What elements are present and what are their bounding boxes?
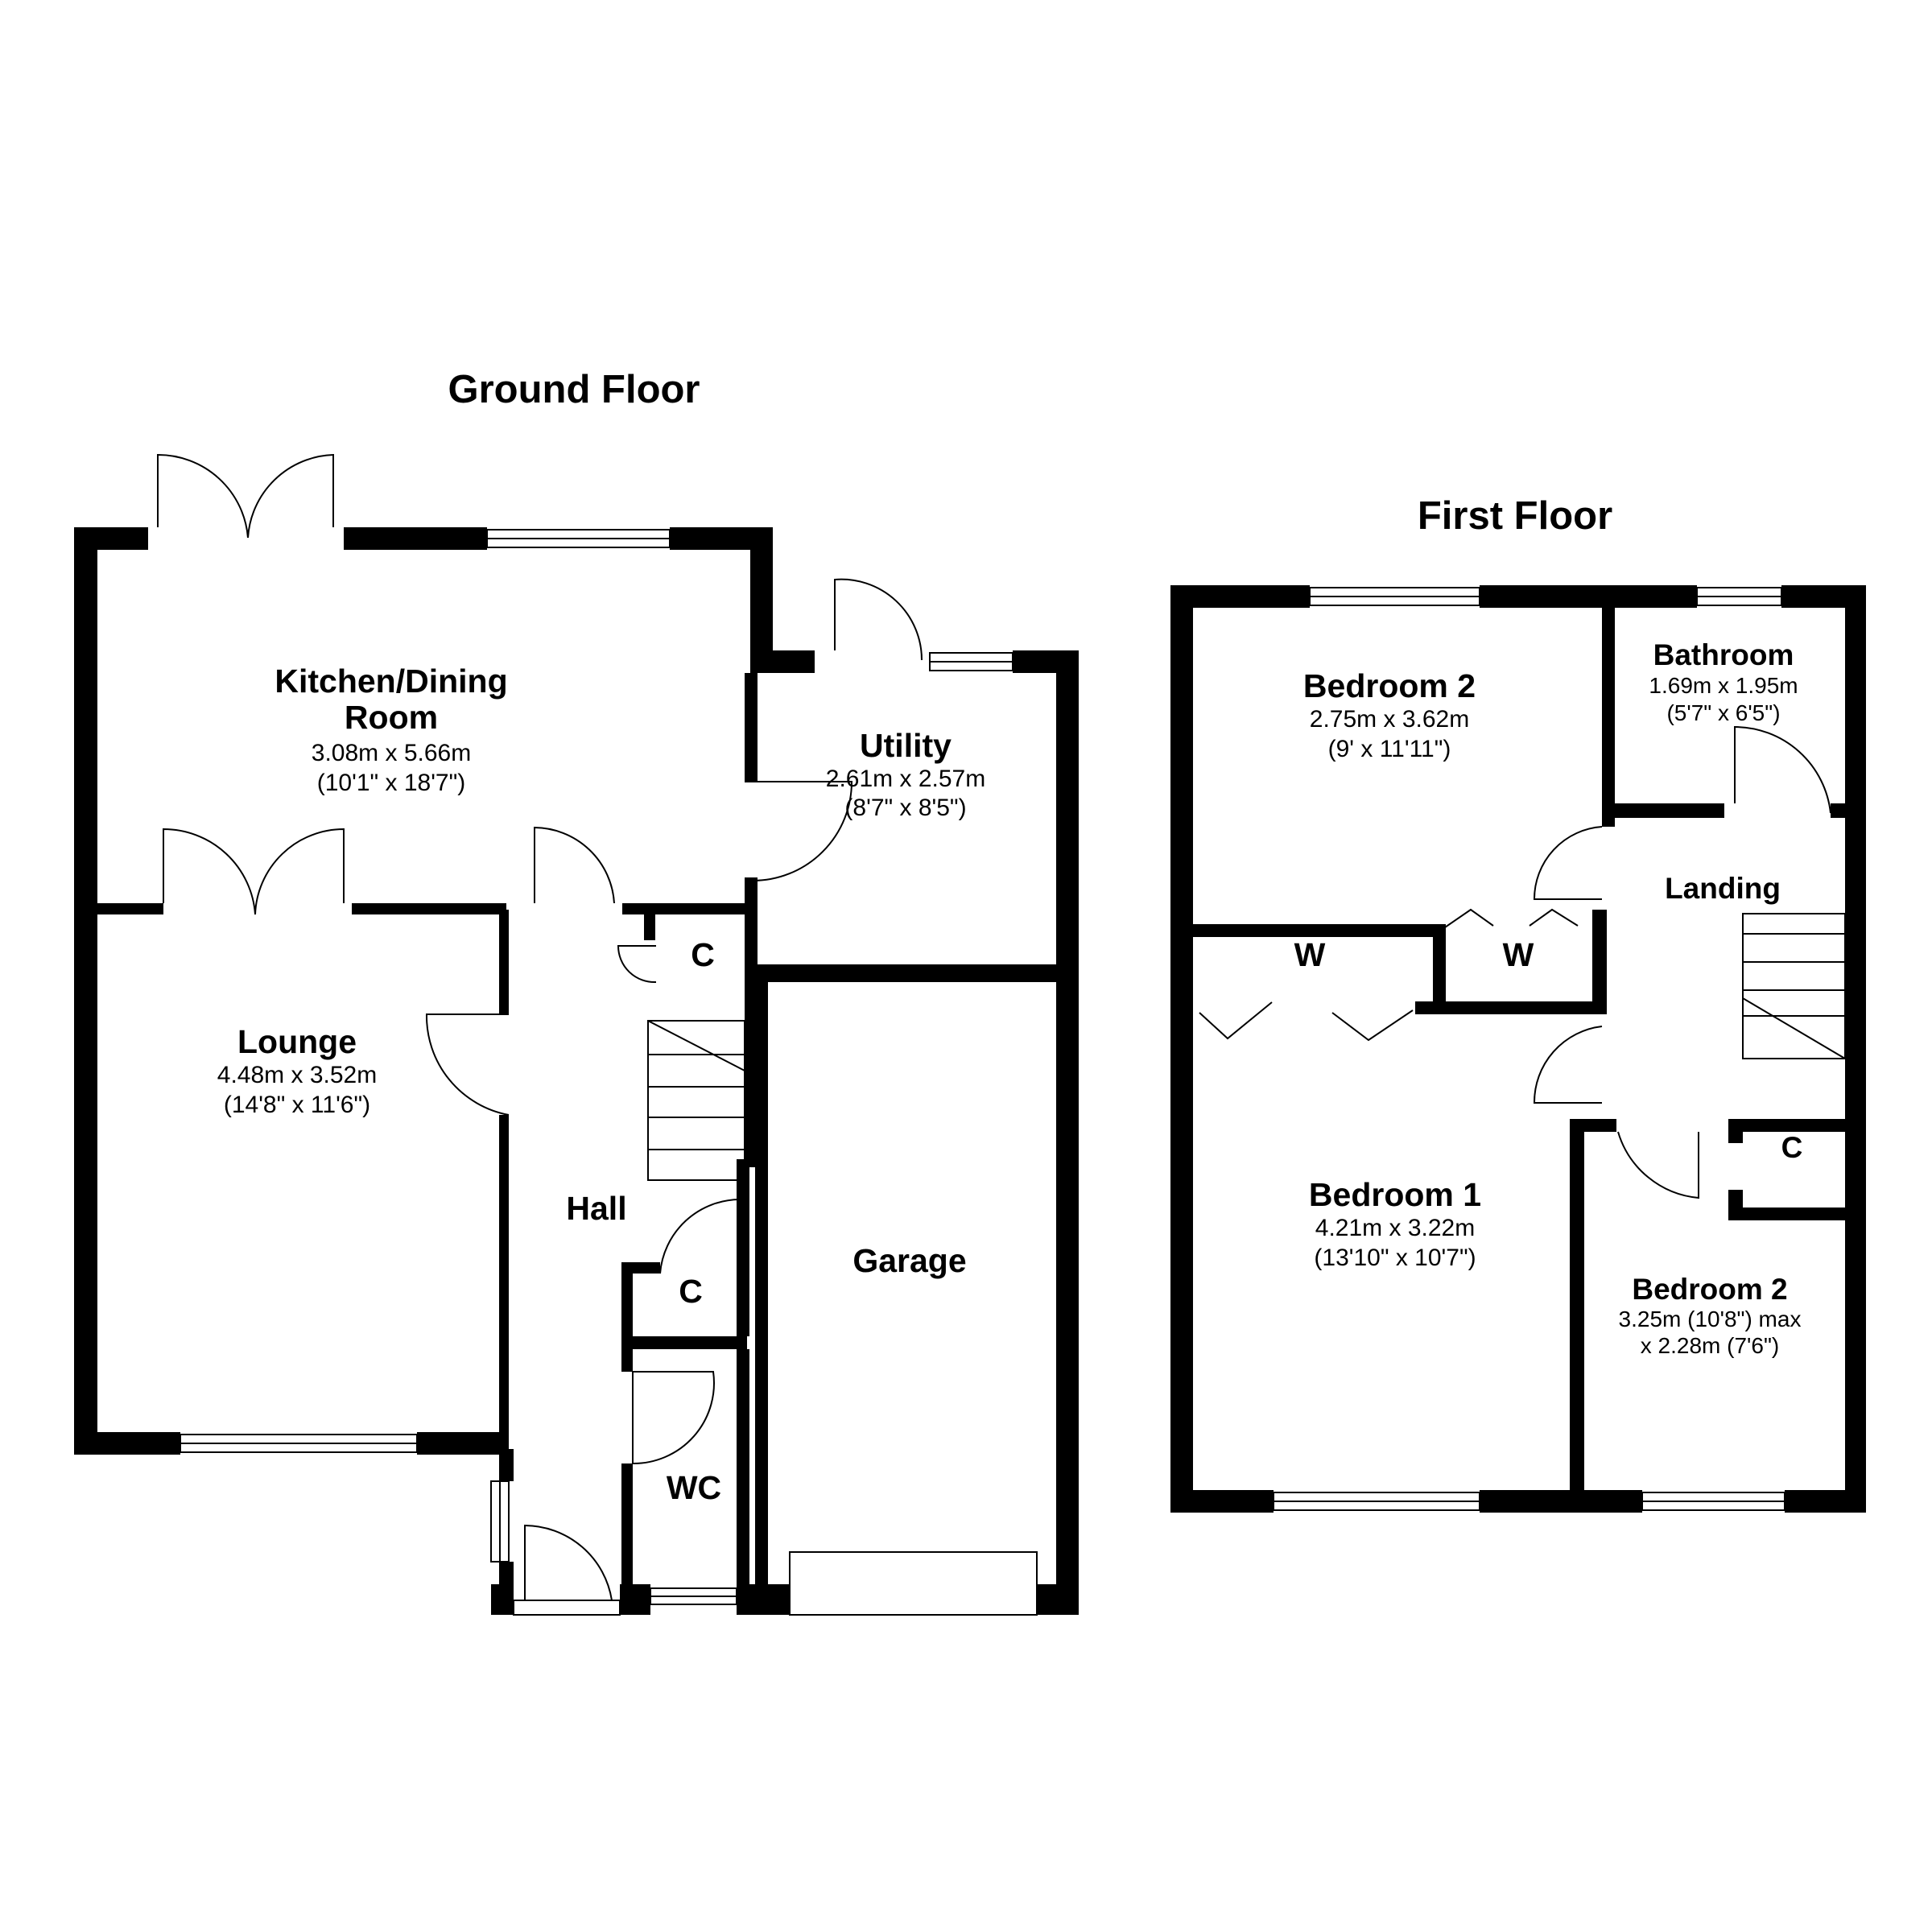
landing-name: Landing bbox=[1665, 872, 1781, 905]
cupboard-lower-name: C bbox=[679, 1273, 703, 1310]
room-bedroom2-bottom: Bedroom 2 3.25m (10'8") max x 2.28m (7'6… bbox=[1619, 1273, 1802, 1358]
ground-floor: Ground Floor bbox=[74, 368, 1079, 1616]
bedroom2-top-imperial: (9' x 11'11") bbox=[1328, 736, 1451, 762]
room-bedroom1: Bedroom 1 4.21m x 3.22m (13'10" x 10'7") bbox=[1309, 1176, 1481, 1271]
first-floor-doors bbox=[1199, 725, 1831, 1199]
first-floor-stairs bbox=[1742, 913, 1846, 1059]
kitchen-name-line1: Kitchen/Dining bbox=[275, 663, 507, 700]
bedroom2-bottom-line2: x 2.28m (7'6") bbox=[1641, 1333, 1779, 1358]
ground-floor-doors bbox=[157, 453, 923, 1601]
room-lounge: Lounge 4.48m x 3.52m (14'8" x 11'6") bbox=[217, 1023, 377, 1118]
utility-name: Utility bbox=[860, 727, 952, 764]
lounge-name: Lounge bbox=[237, 1023, 357, 1060]
cupboard-upper-name: C bbox=[691, 936, 715, 973]
bedroom1-name: Bedroom 1 bbox=[1309, 1176, 1481, 1213]
room-bathroom: Bathroom 1.69m x 1.95m (5'7" x 6'5") bbox=[1649, 638, 1798, 725]
wc-name: WC bbox=[667, 1469, 721, 1506]
bedroom2-top-name: Bedroom 2 bbox=[1303, 667, 1476, 704]
ground-floor-windows bbox=[180, 529, 1038, 1616]
bedroom1-metric: 4.21m x 3.22m bbox=[1315, 1215, 1475, 1241]
kitchen-name-line2: Room bbox=[345, 699, 438, 736]
bathroom-name: Bathroom bbox=[1653, 638, 1794, 671]
bathroom-metric: 1.69m x 1.95m bbox=[1649, 673, 1798, 698]
bedroom1-imperial: (13'10" x 10'7") bbox=[1314, 1245, 1476, 1271]
ground-floor-walls bbox=[74, 527, 1079, 1615]
ground-floor-stairs bbox=[647, 1020, 745, 1181]
garage-name: Garage bbox=[852, 1242, 966, 1279]
lounge-imperial: (14'8" x 11'6") bbox=[224, 1092, 370, 1118]
kitchen-metric: 3.08m x 5.66m bbox=[312, 740, 471, 766]
room-kitchen: Kitchen/Dining Room 3.08m x 5.66m (10'1"… bbox=[275, 663, 507, 796]
lounge-metric: 4.48m x 3.52m bbox=[217, 1062, 377, 1088]
bedroom2-bottom-line1: 3.25m (10'8") max bbox=[1619, 1307, 1802, 1331]
wardrobe-left-name: W bbox=[1294, 936, 1326, 973]
first-floor: First Floor bbox=[1170, 494, 1866, 1513]
wardrobe-right-name: W bbox=[1503, 936, 1534, 973]
utility-imperial: (8'7" x 8'5") bbox=[844, 795, 966, 821]
bedroom2-top-metric: 2.75m x 3.62m bbox=[1310, 706, 1469, 733]
room-utility: Utility 2.61m x 2.57m (8'7" x 8'5") bbox=[826, 727, 985, 821]
room-bedroom2-top: Bedroom 2 2.75m x 3.62m (9' x 11'11") bbox=[1303, 667, 1476, 762]
cupboard-name: C bbox=[1781, 1131, 1803, 1164]
first-floor-title: First Floor bbox=[1418, 494, 1612, 538]
first-floor-windows bbox=[1273, 587, 1785, 1511]
ground-floor-title: Ground Floor bbox=[448, 368, 700, 411]
kitchen-imperial: (10'1" x 18'7") bbox=[317, 770, 466, 796]
bedroom2-bottom-name: Bedroom 2 bbox=[1632, 1273, 1787, 1306]
hall-name: Hall bbox=[566, 1190, 626, 1227]
first-floor-walls bbox=[1170, 585, 1866, 1513]
utility-metric: 2.61m x 2.57m bbox=[826, 766, 985, 792]
bathroom-imperial: (5'7" x 6'5") bbox=[1666, 700, 1780, 725]
